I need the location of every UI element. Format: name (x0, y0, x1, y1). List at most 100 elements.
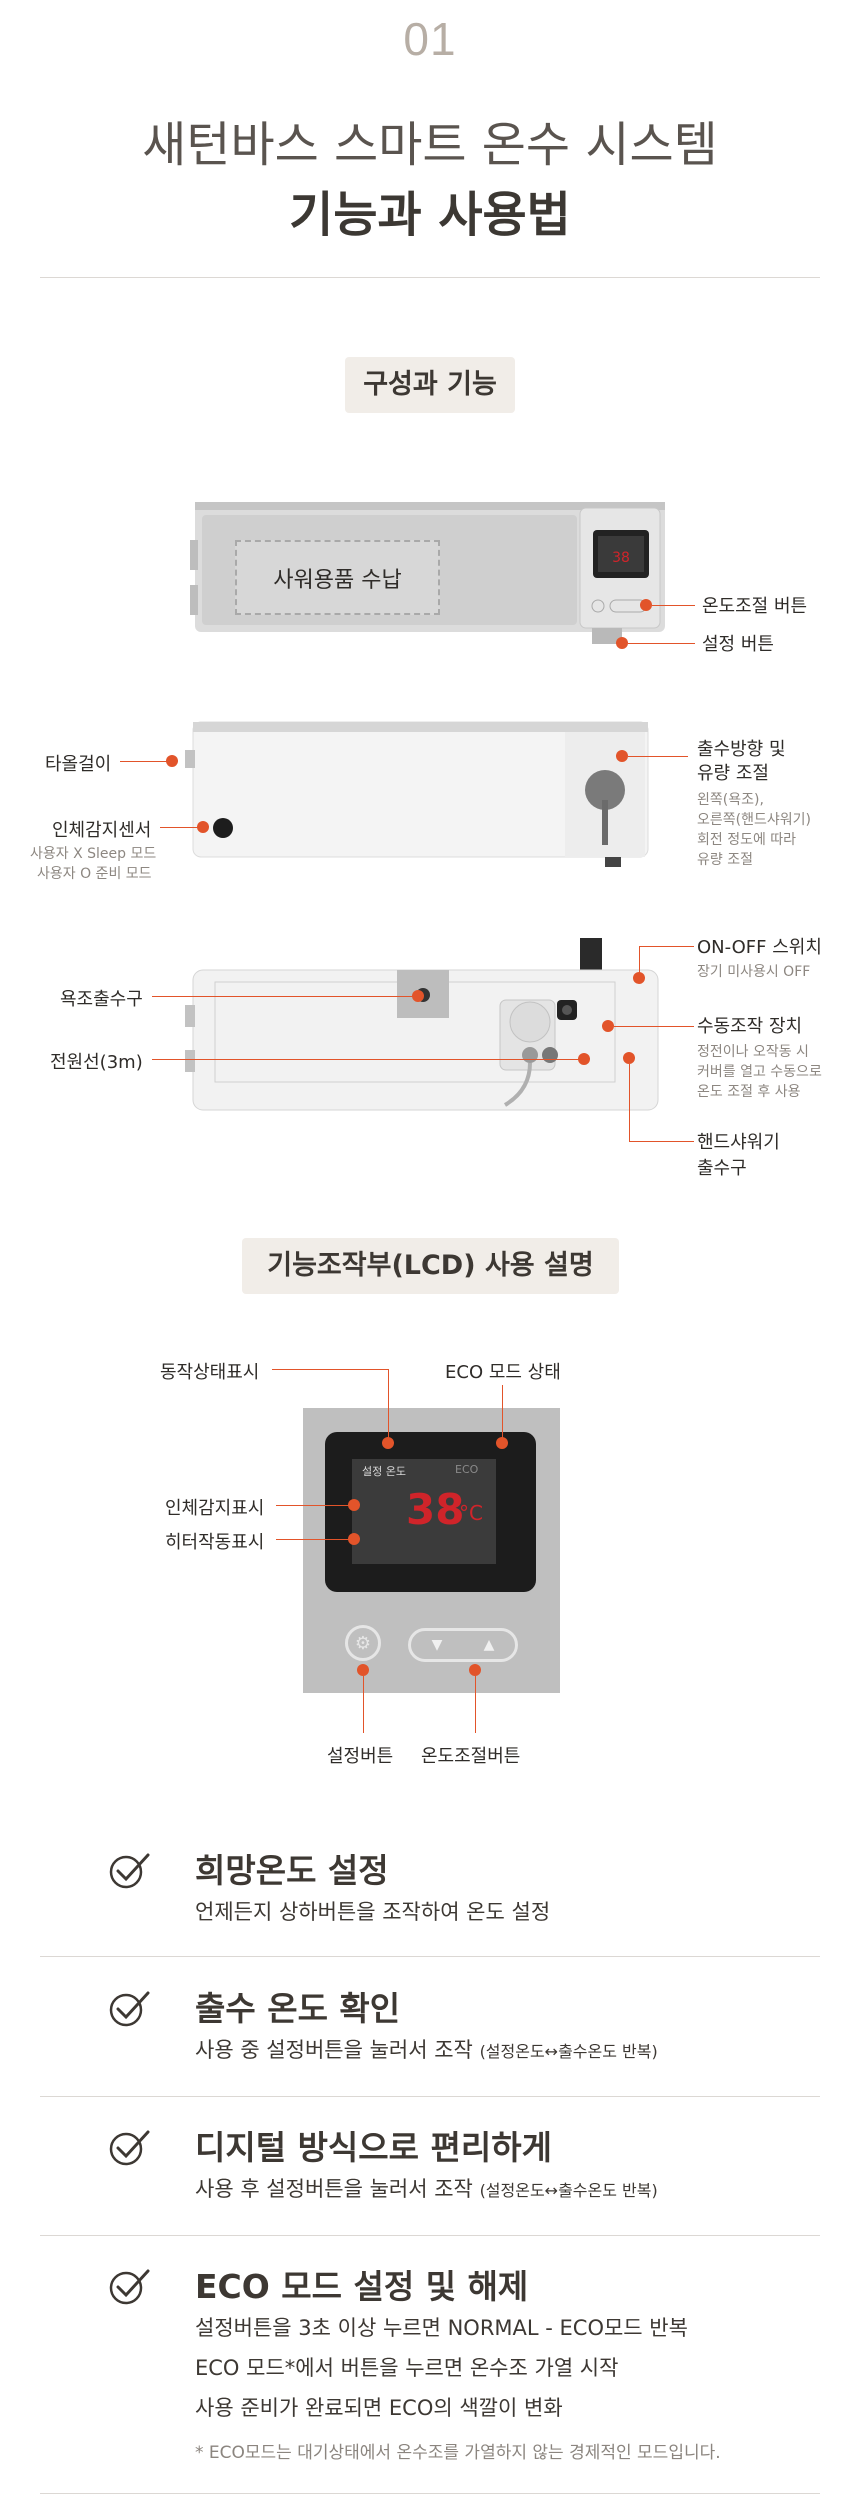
divider (40, 1956, 820, 1957)
towel-hook-dot (166, 755, 178, 767)
eco-dot (496, 1437, 508, 1449)
eco-status-label: ECO 모드 상태 (445, 1362, 561, 1383)
divider (40, 277, 820, 278)
storage-box: 사워용품 수납 (235, 540, 440, 615)
gear-icon: ⚙ (354, 1632, 372, 1654)
tub-outlet-line (152, 996, 416, 997)
temp-button-line (652, 605, 695, 606)
status-display-label: 동작상태표시 (160, 1362, 260, 1383)
lcd-screen-label: 설정 온도 (362, 1465, 406, 1478)
manual-sub2: 커버를 열고 수동으로 (697, 1064, 822, 1080)
arrow-down-icon: ▼ (431, 1637, 443, 1653)
temp-button-label: 온도조절 버튼 (702, 596, 808, 617)
divider (40, 2235, 820, 2236)
section-number: 01 (403, 13, 457, 65)
feature-desc: 사용 후 설정버튼을 눌러서 조작 (설정온도↔출수온도 반복) (195, 2173, 658, 2203)
feature-item: 출수 온도 확인 사용 중 설정버튼을 눌러서 조작 (설정온도↔출수온도 반복… (0, 1976, 860, 2096)
outlet-line (628, 756, 688, 757)
onoff-sub: 장기 미사용시 OFF (697, 964, 811, 980)
towel-hook-line (120, 761, 170, 762)
check-icon (109, 2269, 150, 2305)
setting-button-dot (616, 637, 628, 649)
lcd-screen-unit: °C (459, 1501, 483, 1525)
hand-shower-dot (623, 1052, 635, 1064)
outlet-sub4: 유량 조절 (697, 852, 753, 868)
outlet-sub3: 회전 정도에 따라 (697, 832, 797, 848)
lcd-screen-temp: 38 (406, 1485, 465, 1534)
motion-dot (348, 1499, 360, 1511)
front-view-product (185, 720, 655, 870)
eco-line-v (502, 1385, 503, 1441)
storage-label: 사워용품 수납 (273, 567, 402, 593)
check-icon (109, 1853, 150, 1889)
manual-sub1: 정전이나 오작동 시 (697, 1044, 809, 1060)
motion-sensor-label: 인체감지센서 (52, 820, 152, 841)
manual-sub3: 온도 조절 후 사용 (697, 1084, 801, 1100)
lcd-screen-eco: ECO (455, 1463, 479, 1476)
hand-shower-vline (629, 1064, 630, 1142)
page-title-line2: 기능과 사용법 (289, 187, 571, 243)
feature-desc: 설정버튼을 3초 이상 누르면 NORMAL - ECO모드 반복 (195, 2316, 688, 2340)
power-cord-line (152, 1059, 582, 1060)
outlet-sub1: 왼쪽(욕조), (697, 792, 764, 808)
feature-desc: 사용 중 설정버튼을 눌러서 조작 (설정온도↔출수온도 반복) (195, 2034, 658, 2064)
heater-display-label: 히터작동표시 (165, 1532, 265, 1553)
temp-btn-line (475, 1676, 476, 1733)
temp-button-dot (640, 599, 652, 611)
bottom-view-product (185, 900, 665, 1120)
arrow-up-icon: ▲ (483, 1637, 495, 1653)
lcd-setting-label: 설정버튼 (327, 1746, 394, 1767)
hand-shower-label-1: 핸드샤워기 (697, 1132, 780, 1153)
setting-btn-dot (357, 1664, 369, 1676)
lcd-temp-button[interactable]: ▼ ▲ (408, 1628, 518, 1662)
motion-sensor-sub2: 사용자 O 준비 모드 (37, 866, 152, 882)
feature-title: 출수 온도 확인 (195, 1989, 401, 2028)
tub-outlet-label: 욕조출수구 (60, 989, 143, 1010)
hand-shower-line (629, 1141, 694, 1142)
page-title-line1: 새턴바스 스마트 온수 시스템 (142, 117, 718, 173)
heater-dot (348, 1533, 360, 1545)
feature-desc: 언제든지 상하버튼을 조작하여 온도 설정 (195, 1900, 551, 1924)
composition-pill: 구성과 기능 (345, 357, 515, 413)
onoff-line (639, 946, 694, 947)
setting-button-label: 설정 버튼 (702, 634, 774, 655)
power-cord-label: 전원선(3m) (50, 1052, 143, 1073)
outlet-flow-label: 유량 조절 (697, 763, 769, 784)
feature-item: ECO 모드 설정 및 해제 설정버튼을 3초 이상 누르면 NORMAL - … (0, 2254, 860, 2494)
feature-desc-small: (설정온도↔출수온도 반복) (479, 2181, 658, 2200)
status-line-h (272, 1369, 388, 1370)
outlet-sub2: 오른쪽(핸드샤워기) (697, 812, 811, 828)
check-icon (109, 2130, 150, 2166)
check-icon (109, 1991, 150, 2027)
status-line-v (388, 1369, 389, 1441)
onoff-dot (633, 972, 645, 984)
feature-desc-main: 사용 중 설정버튼을 눌러서 조작 (195, 2038, 473, 2062)
lcd-temp-label: 온도조절버튼 (421, 1746, 521, 1767)
outlet-dot (616, 750, 628, 762)
status-dot (382, 1437, 394, 1449)
lcd-pill: 기능조작부(LCD) 사용 설명 (242, 1238, 619, 1294)
setting-button-line (628, 643, 695, 644)
setting-btn-line (363, 1676, 364, 1733)
lcd-screen: 설정 온도 ECO 38 °C (352, 1459, 496, 1564)
feature-item: 희망온도 설정 언제든지 상하버튼을 조작하여 온도 설정 (0, 1838, 860, 1958)
feature-item: 디지털 방식으로 편리하게 사용 후 설정버튼을 눌러서 조작 (설정온도↔출수… (0, 2115, 860, 2235)
manual-control-label: 수동조작 장치 (697, 1016, 803, 1037)
temp-btn-dot (469, 1664, 481, 1676)
divider (40, 2493, 820, 2494)
motion-line (276, 1505, 351, 1506)
feature-desc-main: 사용 후 설정버튼을 눌러서 조작 (195, 2177, 473, 2201)
lcd-setting-button[interactable]: ⚙ (345, 1625, 381, 1661)
heater-line (276, 1539, 351, 1540)
manual-line (614, 1026, 694, 1027)
hand-shower-label-2: 출수구 (697, 1158, 747, 1179)
divider (40, 2096, 820, 2097)
motion-display-label: 인체감지표시 (165, 1498, 265, 1519)
onoff-switch-label: ON-OFF 스위치 (697, 937, 822, 958)
mini-screen-temp: 38 (612, 550, 630, 566)
towel-hook-label: 타올걸이 (45, 754, 112, 775)
feature-title: 디지털 방식으로 편리하게 (195, 2128, 552, 2167)
feature-desc-2: ECO 모드*에서 버튼을 누르면 온수조 가열 시작 (195, 2356, 619, 2380)
feature-desc-3: 사용 준비가 완료되면 ECO의 색깔이 변화 (195, 2396, 563, 2420)
eco-note: * ECO모드는 대기상태에서 온수조를 가열하지 않는 경제적인 모드입니다. (195, 2443, 721, 2463)
